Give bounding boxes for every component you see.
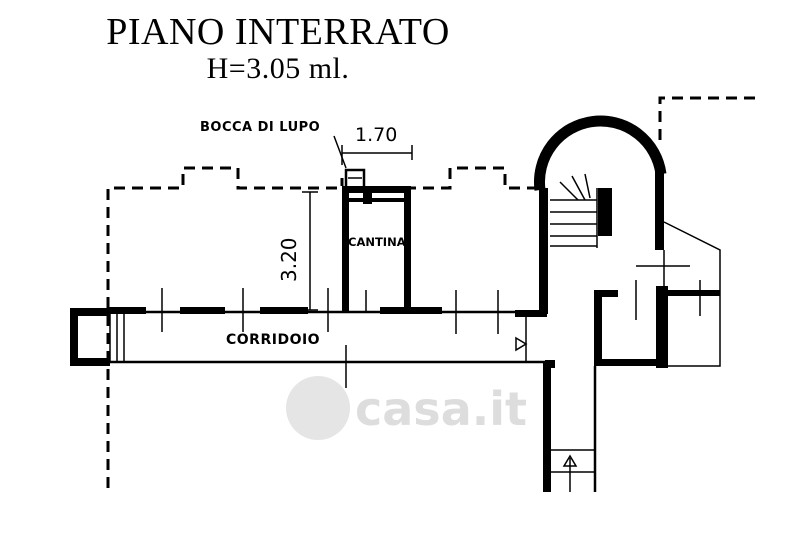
boundary-far-right: [658, 96, 755, 140]
dimension-width-label: 1.70: [355, 124, 397, 146]
cantina-room: [342, 168, 411, 312]
watermark: casa.it: [286, 376, 527, 440]
watermark-house-icon: [286, 376, 350, 440]
stair-tower: [515, 115, 667, 317]
spiral-stair-steps: [550, 173, 598, 248]
corridor-down: [515, 314, 597, 492]
boundary-lines: [106, 96, 755, 488]
dimension-width: 1.70: [333, 124, 413, 169]
label-bocca-di-lupo: BOCCA DI LUPO: [200, 120, 320, 135]
boundary-top-right: [405, 166, 545, 190]
watermark-text: casa.it: [355, 382, 527, 436]
dimension-height-label: 3.20: [277, 237, 301, 282]
plan-subtitle: H=3.05 ml.: [206, 52, 350, 85]
arrow-icon: [515, 336, 528, 352]
dimension-height: 3.20: [277, 191, 318, 311]
boundary-top: [106, 166, 344, 488]
plan-title: PIANO INTERRATO: [106, 11, 450, 53]
label-cantina: CANTINA: [348, 235, 406, 249]
up-arrow-icon: [562, 454, 578, 467]
corridor-walls: [108, 288, 545, 388]
right-wing: [594, 221, 721, 368]
label-corridoio: CORRIDOIO: [226, 332, 320, 348]
entrance-left: [70, 308, 125, 366]
